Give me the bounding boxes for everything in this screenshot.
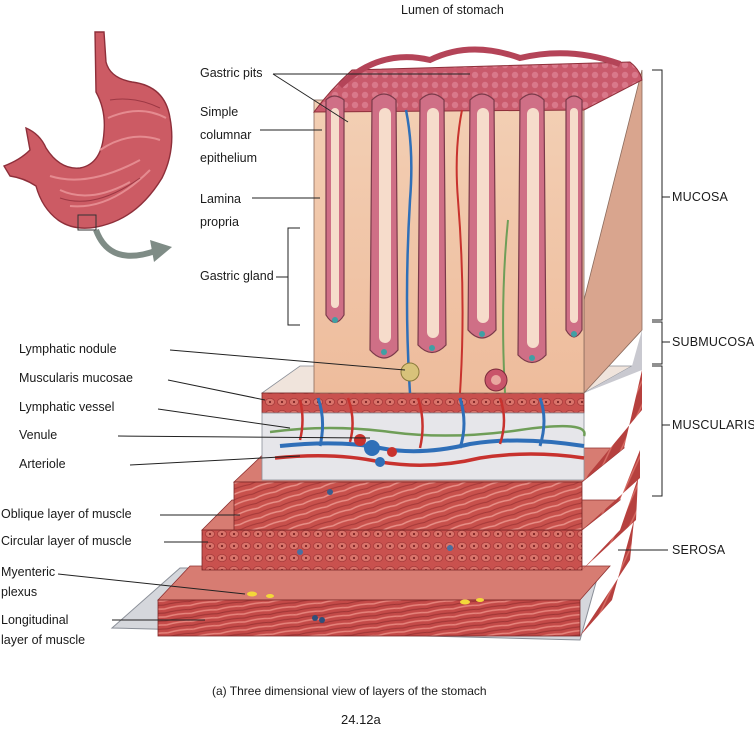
circular-layer-label: Circular layer of muscle [1,534,132,548]
muscularis-label: MUSCULARIS [672,418,754,432]
gastric-pits-label: Gastric pits [200,66,263,80]
longitudinal-muscle-layer [157,565,611,637]
myenteric-plexus-label: Myenteric plexus [1,565,56,599]
longitudinal-layer-label: Longitudinal layer of muscle [1,613,86,647]
simple-columnar-epithelium-label: Simple columnar epithelium [200,105,257,165]
mucosa-block [313,46,643,394]
lymphatic-nodule-label: Lymphatic nodule [19,342,117,356]
lumen-label: Lumen of stomach [401,3,504,17]
submucosa-label: SUBMUCOSA [672,335,754,349]
block-side-face [580,69,643,636]
figure-caption: (a) Three dimensional view of layers of … [212,684,487,698]
stomach-thumbnail [2,31,173,262]
arteriole-label: Arteriole [19,457,66,471]
venule-label: Venule [19,428,58,442]
muscularis-mucosae-label: Muscularis mucosae [19,371,133,385]
leader-lines [57,69,670,621]
figure-number: 24.12a [341,712,381,727]
mucosa-label: MUCOSA [672,190,729,204]
lymphatic-vessel-label: Lymphatic vessel [19,400,115,414]
lamina-propria-label: Lamina propria [200,192,241,229]
serosa-label: SEROSA [672,543,726,557]
gastric-gland-label: Gastric gland [200,269,274,283]
oblique-layer-label: Oblique layer of muscle [1,507,132,521]
